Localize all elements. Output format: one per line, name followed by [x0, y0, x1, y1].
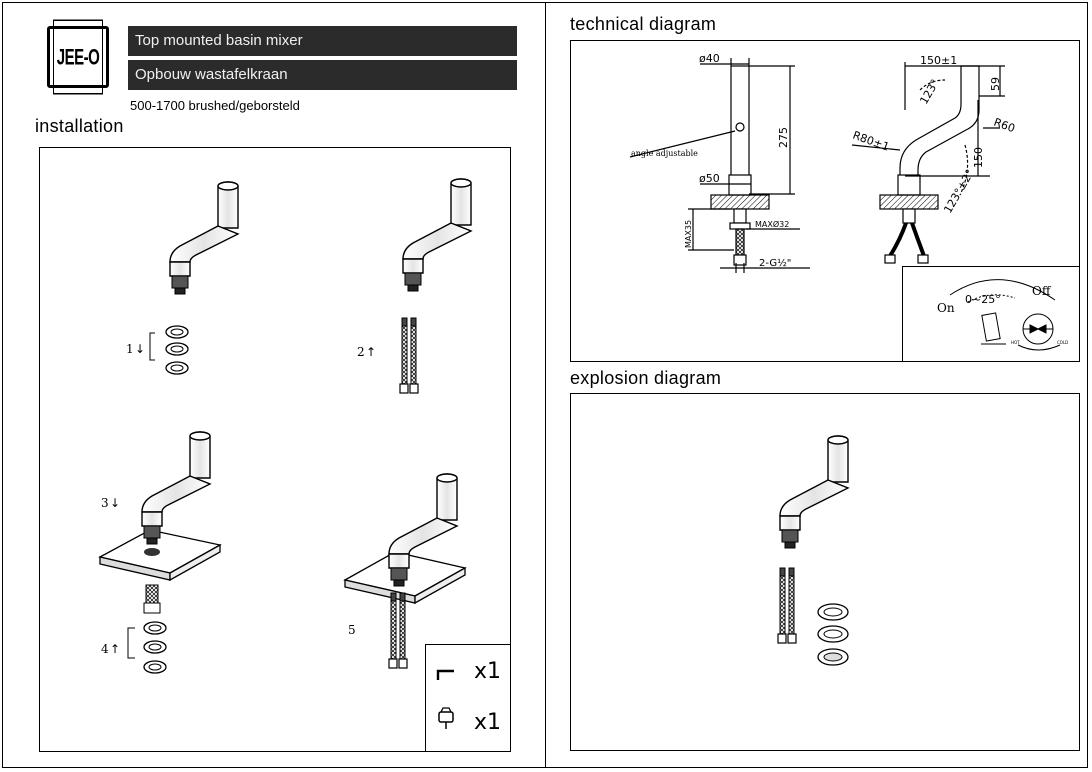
- product-title-nl: Opbouw wastafelkraan: [128, 60, 517, 90]
- tool-2-qty: x1: [474, 710, 501, 735]
- step-2-arrow: ↑: [366, 345, 376, 359]
- step-3-number: 3: [101, 496, 109, 510]
- dim-top-diameter: ø40: [699, 52, 720, 65]
- model-number: 500-1700 brushed/geborsteld: [130, 98, 300, 113]
- step-5-illustration: [343, 473, 467, 669]
- dim-spout-height: 150: [972, 147, 985, 168]
- handle-cold-label: COLD: [1057, 340, 1068, 345]
- handle-hot-label: HOT: [1011, 340, 1020, 345]
- step-1-number: 1: [126, 342, 134, 356]
- spanner-nut-icon: [438, 707, 454, 729]
- dim-reach: 150±1: [920, 54, 957, 67]
- dim-radius-small: R60: [992, 116, 1017, 136]
- step-4-arrow: ↑: [110, 642, 120, 656]
- step-2-number: 2: [357, 345, 365, 359]
- dim-height: 275: [777, 127, 790, 148]
- product-title-en: Top mounted basin mixer: [128, 26, 517, 56]
- dim-connection: 2-G½": [759, 257, 791, 269]
- brand-logo: JEE-O: [47, 19, 109, 95]
- handle-on-label: On: [937, 301, 955, 315]
- handle-detail-panel: [902, 266, 1080, 362]
- step-4-number: 4: [101, 642, 109, 656]
- dim-angle-top: 123°: [917, 77, 942, 106]
- technical-title: technical diagram: [570, 14, 717, 34]
- tool-1-qty: x1: [474, 659, 501, 684]
- explosion-drawing: [777, 435, 849, 666]
- handle-off-label: Off: [1032, 284, 1052, 298]
- dim-angle-bottom: 123°±2°: [941, 167, 976, 215]
- handle-range: 0~25°: [965, 293, 1001, 306]
- step-1-arrow: ↓: [135, 342, 145, 356]
- dim-max-hole: MAXØ32: [755, 219, 789, 229]
- hex-key-icon: [436, 669, 454, 680]
- side-view-drawing: [851, 62, 1005, 264]
- dim-max-deck: MAX35: [684, 220, 693, 248]
- dim-top-height: 59: [989, 77, 1002, 91]
- explosion-title: explosion diagram: [570, 368, 722, 388]
- explosion-panel: [570, 393, 1080, 751]
- step-3-arrow: ↓: [110, 496, 120, 510]
- tools-panel: [425, 644, 511, 752]
- handle-detail-drawing: [949, 279, 1061, 351]
- dim-angle-note: angle adjustable: [631, 149, 698, 158]
- installation-title: installation: [35, 116, 124, 136]
- step-2-illustration: [399, 178, 472, 394]
- dim-base-diameter: ø50: [699, 172, 720, 185]
- installation-panel: [39, 147, 511, 752]
- front-view-drawing: [629, 58, 810, 273]
- page-divider: [545, 2, 546, 768]
- step-3-illustration: [98, 431, 222, 674]
- technical-panel: [570, 40, 1080, 362]
- dim-radius-large: R80±1: [851, 129, 891, 154]
- brand-logo-text: JEE-O: [53, 19, 103, 95]
- step-1-illustration: [149, 181, 239, 375]
- step-5-number: 5: [348, 623, 356, 637]
